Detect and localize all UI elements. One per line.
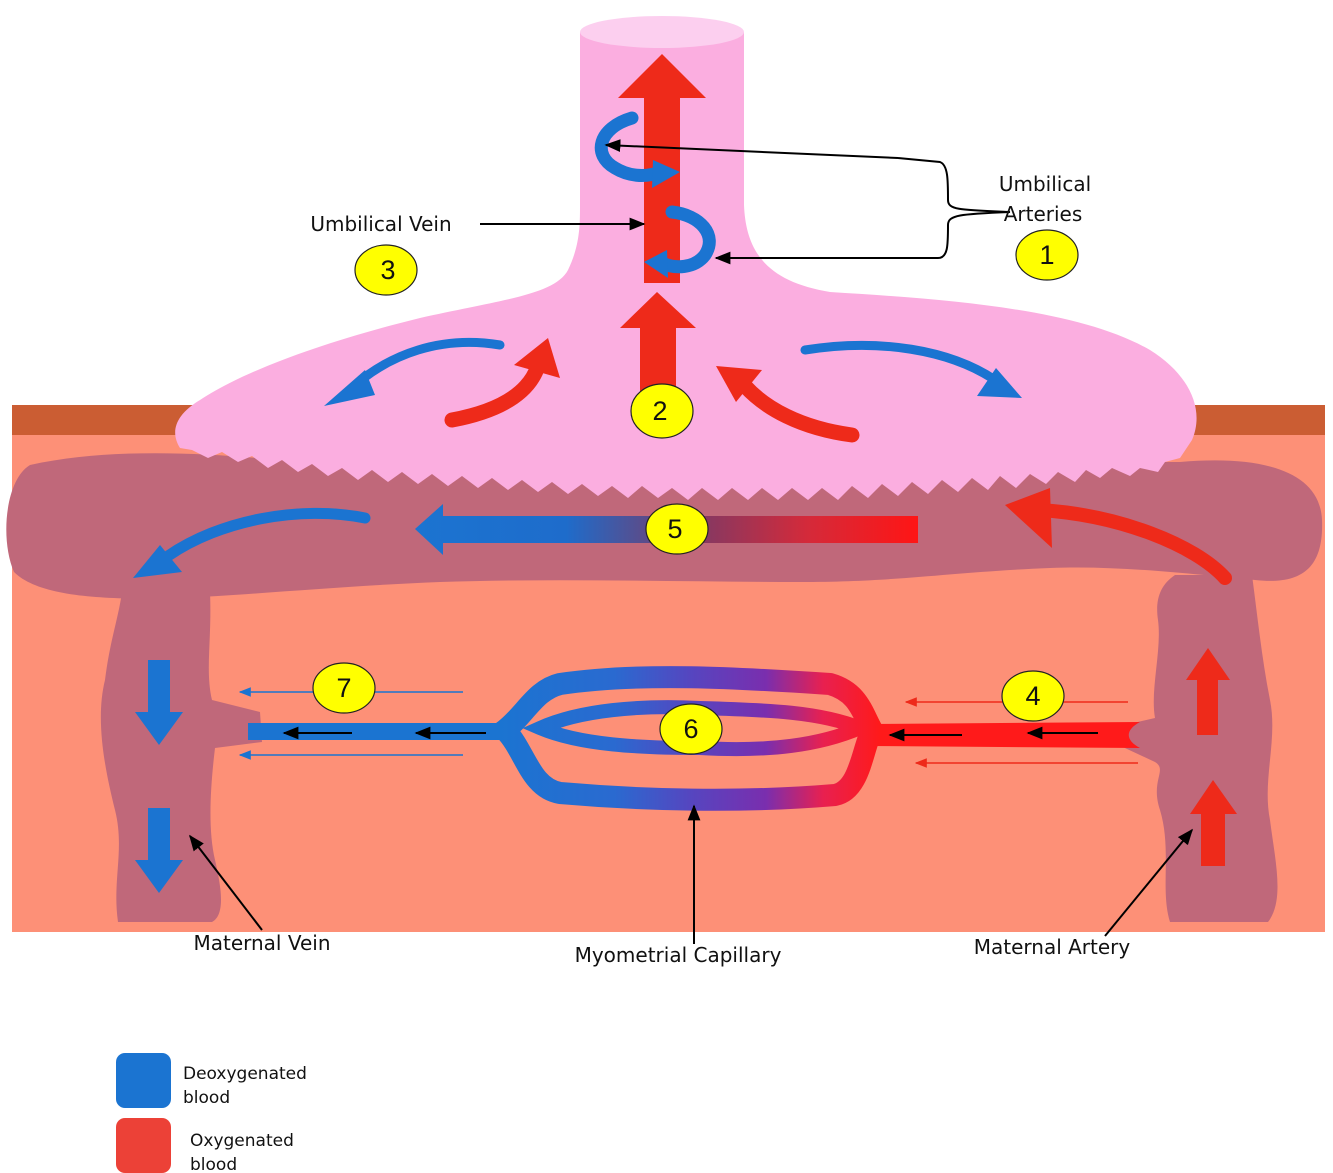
- umbilical-cord-top: [580, 16, 744, 48]
- label-umbilical-vein: Umbilical Vein: [310, 212, 451, 236]
- badge-4: 4: [1002, 671, 1064, 721]
- label-maternal-vein: Maternal Vein: [193, 931, 330, 955]
- badge-5: 5: [646, 504, 708, 554]
- legend-label-oxygenated-1: Oxygenated: [190, 1131, 294, 1151]
- badge-3: 3: [355, 245, 417, 295]
- legend-label-deoxygenated-1: Deoxygenated: [183, 1064, 307, 1084]
- svg-text:4: 4: [1025, 681, 1040, 711]
- legend-swatch-deoxygenated: [116, 1053, 171, 1108]
- badge-2: 2: [631, 384, 693, 438]
- svg-text:2: 2: [652, 396, 667, 426]
- legend-label-deoxygenated-2: blood: [183, 1088, 230, 1108]
- legend-label-oxygenated-2: blood: [190, 1155, 237, 1173]
- badge-7: 7: [313, 663, 375, 713]
- legend: Deoxygenated blood Oxygenated blood: [116, 1053, 307, 1173]
- label-umbilical-arteries-1: Umbilical: [999, 172, 1091, 196]
- badge-1: 1: [1016, 230, 1078, 280]
- svg-text:1: 1: [1039, 240, 1054, 270]
- label-myometrial-capillary: Myometrial Capillary: [575, 943, 782, 967]
- label-maternal-artery: Maternal Artery: [974, 935, 1131, 959]
- svg-text:7: 7: [336, 673, 351, 703]
- svg-text:5: 5: [667, 514, 682, 544]
- umbilical-arteries-bracket: [898, 158, 1010, 258]
- legend-swatch-oxygenated: [116, 1118, 171, 1173]
- label-umbilical-arteries-2: Arteries: [1004, 202, 1083, 226]
- venule-stem: [248, 723, 510, 740]
- svg-text:6: 6: [683, 714, 698, 744]
- svg-text:3: 3: [380, 255, 395, 285]
- badge-6: 6: [660, 704, 722, 754]
